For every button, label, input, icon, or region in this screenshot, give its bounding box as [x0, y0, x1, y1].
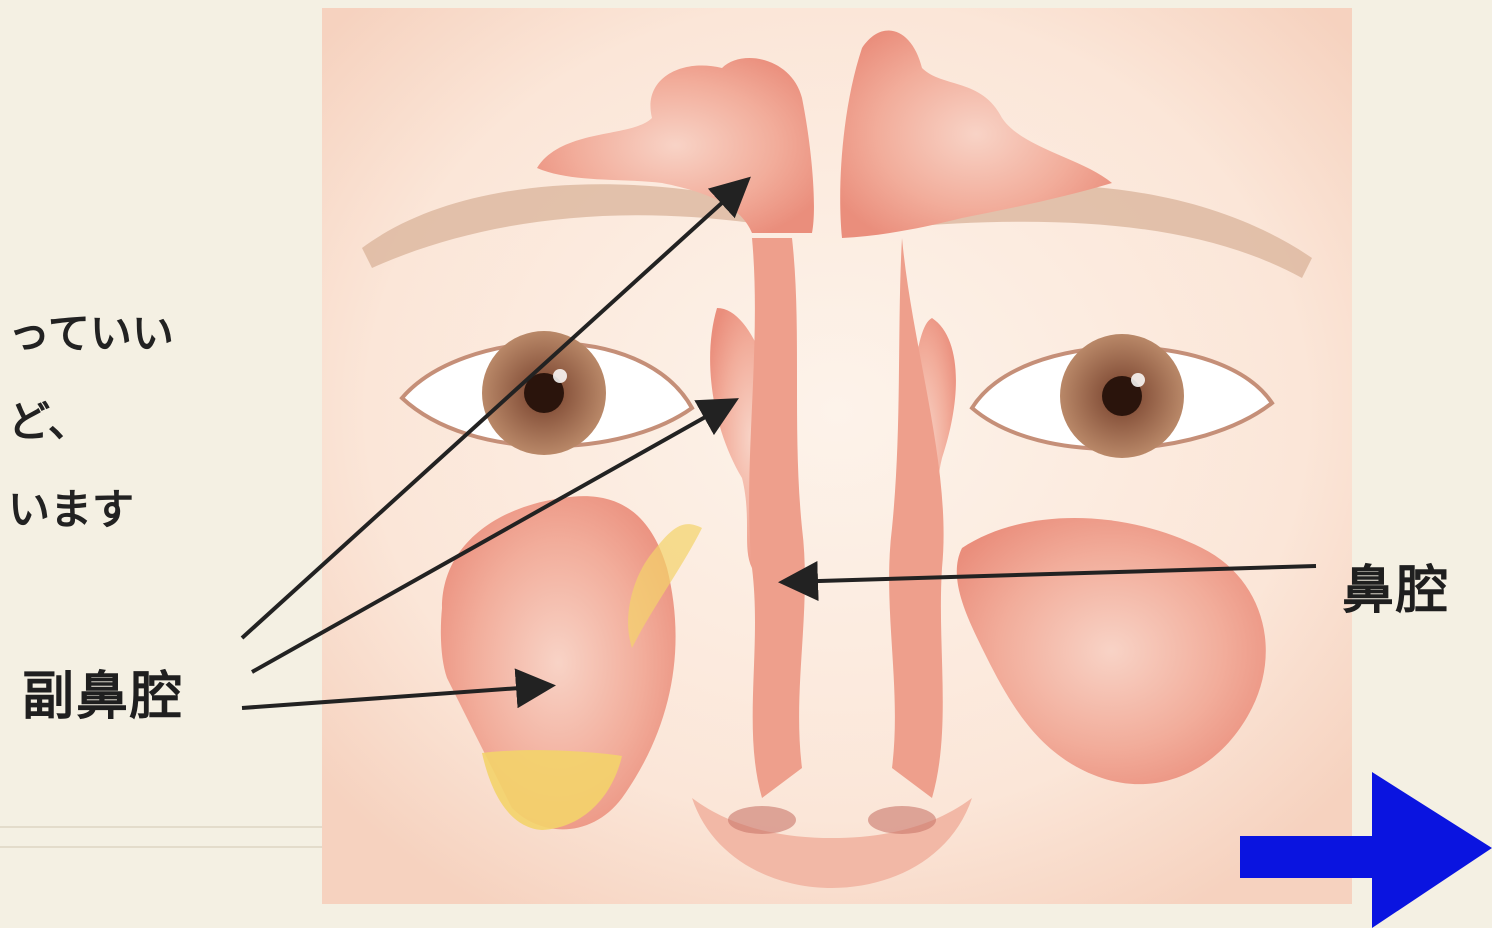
pointer-arrow-ethmoid — [252, 402, 732, 672]
nasal-cavity-label: 鼻腔 — [1342, 548, 1450, 623]
pointer-arrow-frontal — [242, 182, 745, 638]
pointer-arrow-maxillary — [242, 686, 548, 708]
arrow-right-icon[interactable] — [1240, 772, 1492, 928]
paranasal-sinus-label: 副鼻腔 — [22, 654, 184, 729]
pointer-arrow-nasal-cavity — [786, 566, 1316, 582]
